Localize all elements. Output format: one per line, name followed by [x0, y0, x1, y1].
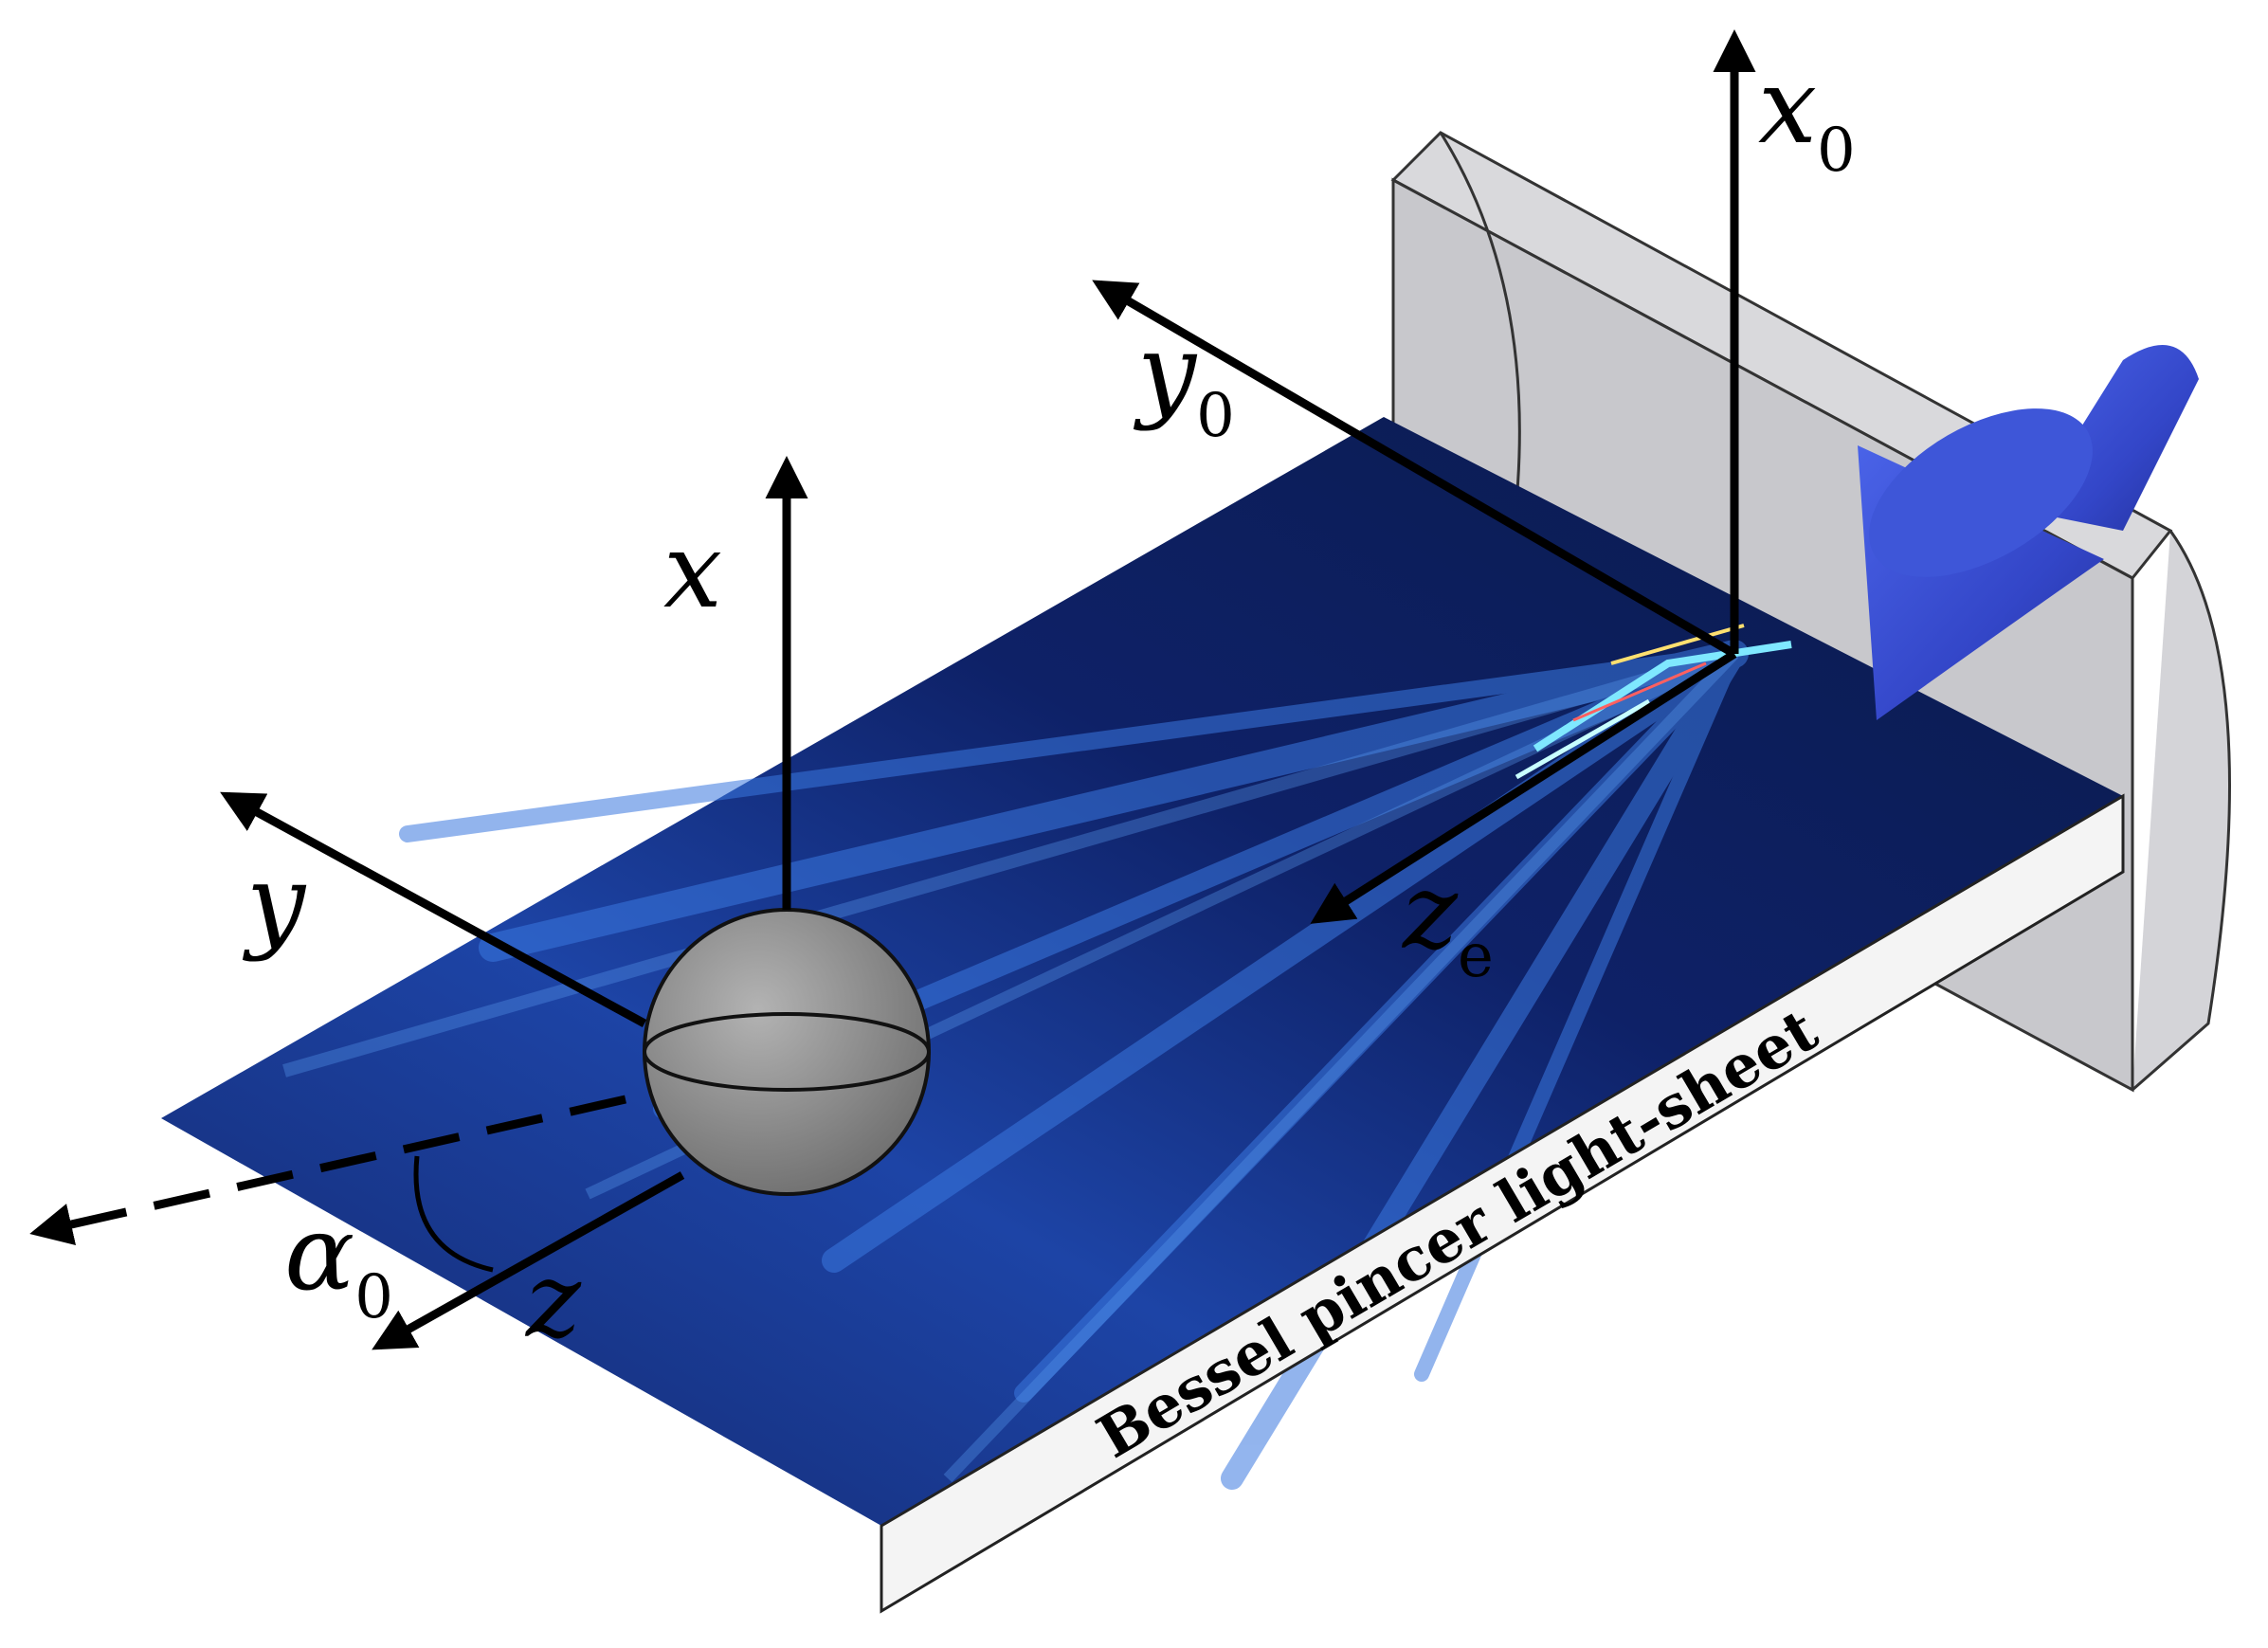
y-axis-arrow	[220, 791, 647, 1027]
beam-axes	[1092, 29, 1756, 924]
z-axis-arrow	[372, 1171, 685, 1350]
particle-sphere	[643, 908, 931, 1196]
label-ze-main: z	[1401, 851, 1459, 972]
label-x0: x0	[1758, 45, 1856, 186]
label-ze: ze	[1401, 851, 1494, 991]
incident-axis-arrow	[29, 1095, 626, 1246]
label-alpha0-sub: 0	[354, 1262, 393, 1332]
axis-labels: x y z x0 y0 ze α0	[242, 45, 1856, 1361]
label-x0-main: x	[1758, 45, 1817, 167]
ze-axis-arrow	[1310, 650, 1737, 924]
label-y0-main: y	[1133, 311, 1198, 432]
label-y: y	[242, 842, 307, 963]
focus-hotspot	[1515, 624, 1792, 780]
label-alpha0-main: α	[284, 1192, 354, 1313]
label-x: x	[663, 510, 722, 631]
label-y0: y0	[1133, 311, 1235, 451]
label-z: z	[524, 1240, 582, 1361]
label-ze-sub: e	[1458, 921, 1494, 991]
angle-arc	[413, 1155, 494, 1273]
label-alpha0: α0	[284, 1192, 393, 1332]
beam-arrow-icon	[1858, 345, 2199, 720]
label-y0-sub: 0	[1196, 381, 1235, 451]
particle-axes	[29, 456, 808, 1350]
y0-axis-arrow	[1092, 280, 1737, 658]
label-x0-sub: 0	[1817, 116, 1856, 186]
